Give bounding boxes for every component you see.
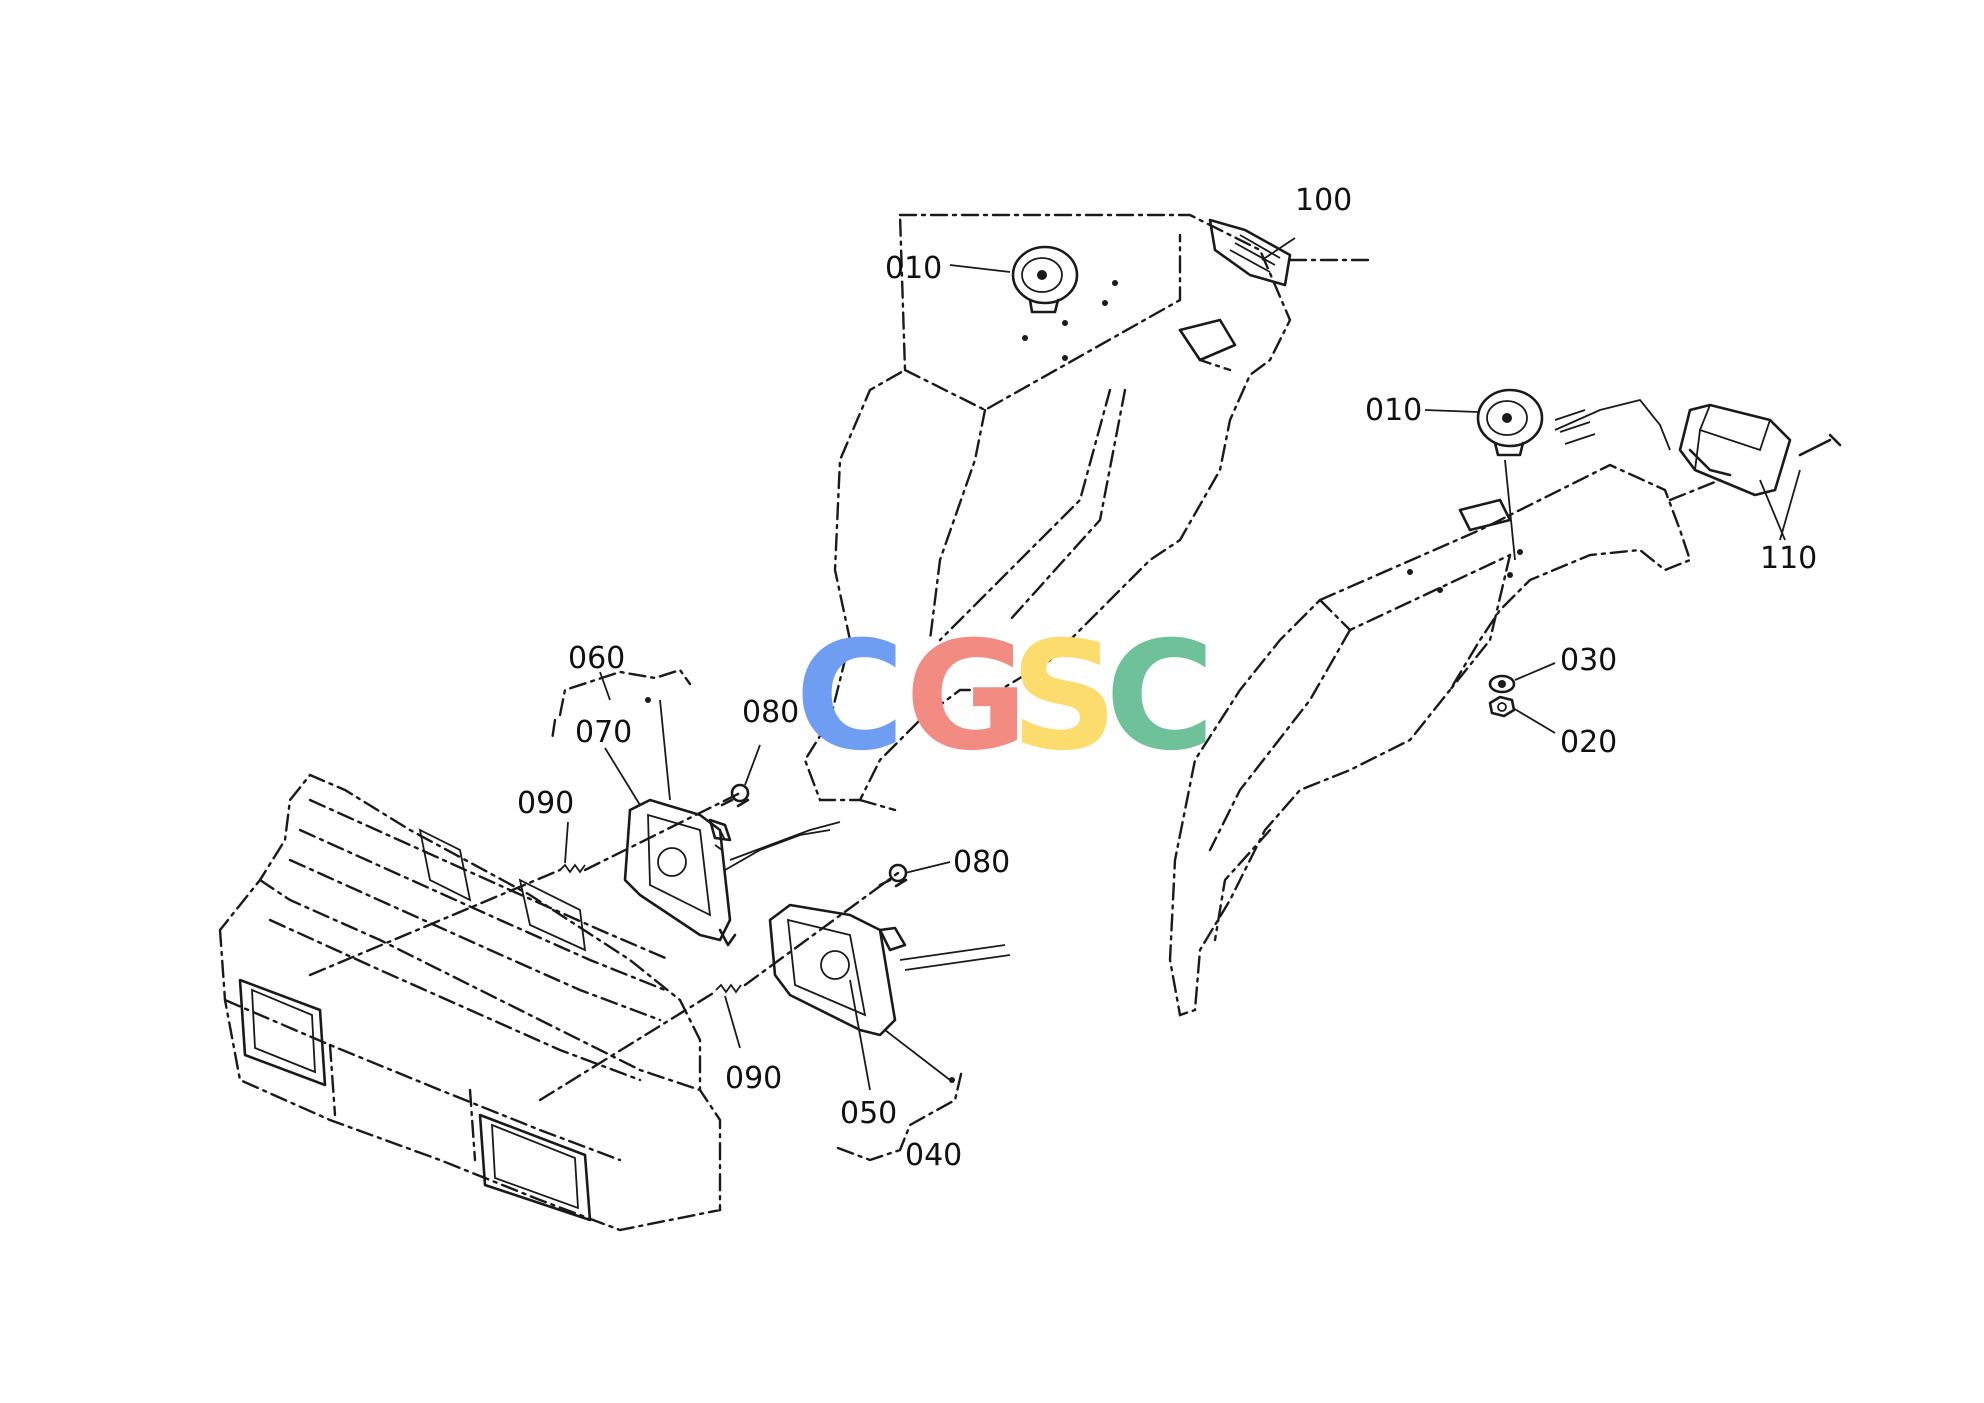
label-090-upper: 090 xyxy=(517,786,574,821)
watermark-logo: C G S C xyxy=(795,610,1215,784)
group-brackets xyxy=(550,668,964,1162)
leader-lines xyxy=(564,237,1801,1091)
label-010-right: 010 xyxy=(1365,393,1422,428)
assembly-lines xyxy=(308,258,1722,1102)
work-lamp-left xyxy=(1011,245,1079,314)
label-080-upper: 080 xyxy=(742,695,799,730)
tail-lamp-right xyxy=(1678,403,1842,497)
headlight-upper xyxy=(623,798,841,947)
label-090-lower: 090 xyxy=(725,1061,782,1096)
label-070: 070 xyxy=(575,715,632,750)
left-fender xyxy=(803,213,1292,802)
label-060: 060 xyxy=(568,641,625,676)
work-lamp-right xyxy=(1476,388,1671,457)
headlight-lower xyxy=(768,903,1011,1037)
label-010-left: 010 xyxy=(885,251,942,286)
label-030: 030 xyxy=(1560,643,1617,678)
watermark-letter-s: S xyxy=(1010,610,1118,784)
right-fender xyxy=(1168,459,1692,1017)
watermark-letter-c1: C xyxy=(795,610,905,784)
watermark-letter-g: G xyxy=(905,610,1028,784)
label-110: 110 xyxy=(1760,541,1817,576)
part-labels: 100 010 010 110 030 020 060 070 080 080 … xyxy=(517,183,1817,1173)
label-050: 050 xyxy=(840,1096,897,1131)
front-grille xyxy=(218,773,722,1232)
label-040: 040 xyxy=(905,1138,962,1173)
label-020: 020 xyxy=(1560,725,1617,760)
watermark-letter-c2: C xyxy=(1105,610,1215,784)
label-100: 100 xyxy=(1295,183,1352,218)
label-080-lower: 080 xyxy=(953,845,1010,880)
